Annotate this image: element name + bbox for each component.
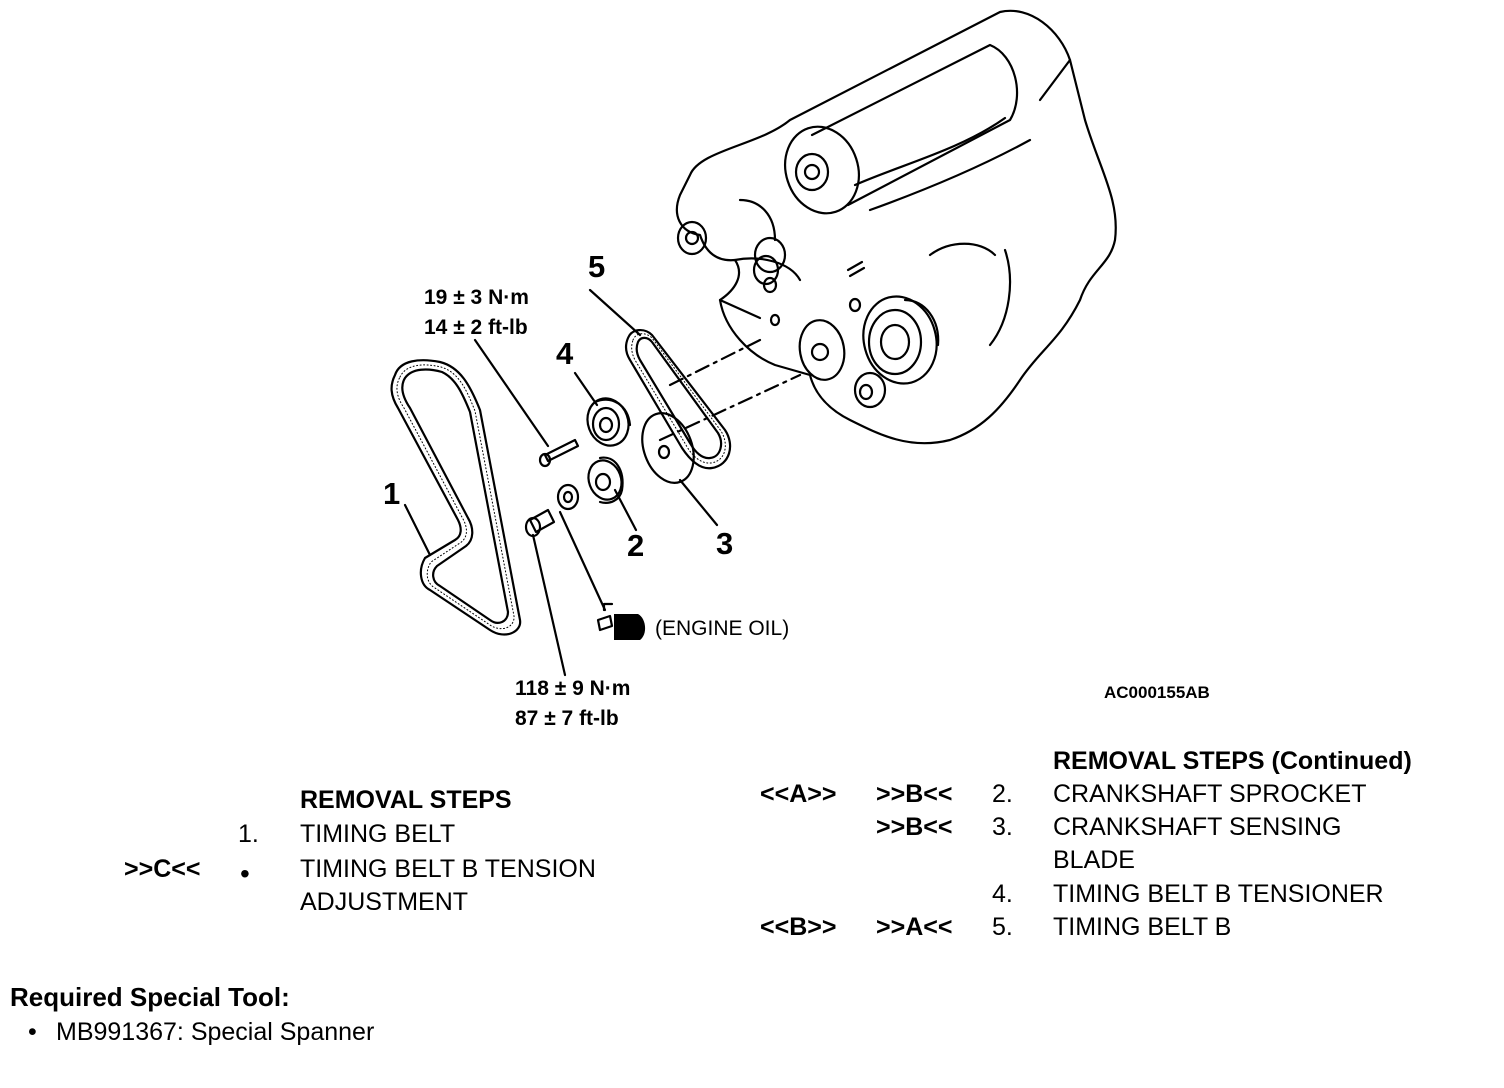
- special-tool-item: MB991367: Special Spanner: [56, 1018, 375, 1046]
- torque-lower-nm: 118 ± 9 N·m: [515, 677, 631, 700]
- callout-4: 4: [556, 336, 574, 371]
- step-text: TIMING BELT B TENSION: [300, 855, 596, 883]
- torque-upper-ftlb: 14 ± 2 ft-lb: [424, 316, 528, 339]
- step-text: CRANKSHAFT SPROCKET: [1053, 780, 1367, 808]
- step-text-continued: BLADE: [1053, 846, 1135, 874]
- step-ref-b: >>B<<: [876, 813, 953, 841]
- step-number: 4.: [992, 880, 1013, 908]
- crankshaft-sprocket-2: [587, 456, 624, 504]
- callout-3: 3: [716, 526, 734, 561]
- callout-5: 5: [588, 249, 606, 284]
- step-ref-a: <<A>>: [760, 780, 837, 808]
- upper-shaft-housing: [784, 43, 1019, 215]
- crank-bolt: [524, 508, 556, 538]
- step-text: TIMING BELT: [300, 820, 456, 848]
- step-ref-a: <<B>>: [760, 913, 837, 941]
- tensioner-4: [586, 397, 632, 447]
- special-tool-bullet: •: [28, 1018, 37, 1046]
- step-number: 5.: [992, 913, 1013, 941]
- centerline-lower: [658, 373, 802, 442]
- centerline-upper: [668, 338, 762, 387]
- oil-can-icon: [596, 602, 646, 640]
- tensioner-bolt: [538, 438, 580, 468]
- step-text: CRANKSHAFT SENSING: [1053, 813, 1342, 841]
- step-number: 3.: [992, 813, 1013, 841]
- engine-oil-label: (ENGINE OIL): [655, 617, 790, 640]
- block-pulley: [862, 295, 940, 385]
- removal-steps-continued-heading: REMOVAL STEPS (Continued): [1053, 747, 1412, 775]
- special-tool-heading: Required Special Tool:: [10, 982, 290, 1012]
- callout-1: 1: [383, 476, 401, 511]
- sensing-blade-3: [641, 412, 695, 484]
- removal-steps-heading: REMOVAL STEPS: [300, 786, 512, 814]
- step-bullet: •: [240, 858, 250, 889]
- step-text: TIMING BELT B TENSIONER: [1053, 880, 1384, 908]
- torque-upper-nm: 19 ± 3 N·m: [424, 286, 529, 309]
- step-ref: >>C<<: [124, 855, 201, 883]
- timing-belt-b-5: [624, 329, 732, 470]
- step-text: TIMING BELT B: [1053, 913, 1232, 941]
- timing-belt-1: [390, 359, 522, 636]
- washer: [556, 483, 580, 511]
- exploded-view-diagram: [390, 9, 1117, 677]
- step-ref-b: >>A<<: [876, 913, 953, 941]
- step-number: 1.: [238, 820, 259, 848]
- callout-2: 2: [627, 528, 645, 563]
- figure-id: AC000155AB: [1104, 683, 1210, 702]
- step-text-continued: ADJUSTMENT: [300, 888, 469, 916]
- engine-block-outline: [675, 9, 1117, 445]
- torque-lower-ftlb: 87 ± 7 ft-lb: [515, 707, 619, 730]
- step-number: 2.: [992, 780, 1013, 808]
- step-ref-b: >>B<<: [876, 780, 953, 808]
